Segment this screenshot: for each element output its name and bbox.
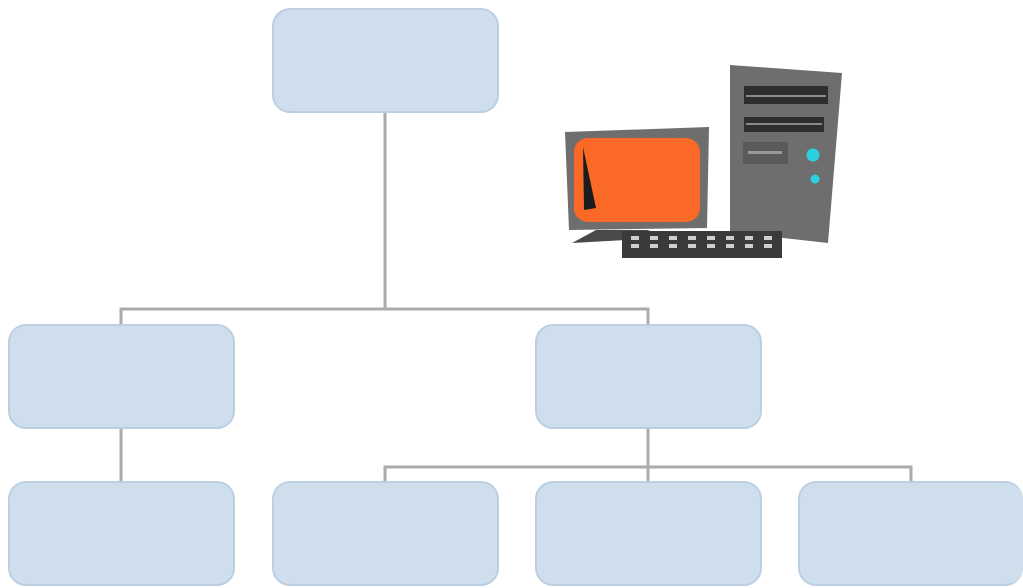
floppy-slot — [748, 151, 782, 154]
drive-bay-2-slot — [746, 123, 822, 125]
desktop-computer-icon — [565, 65, 842, 258]
keyboard — [622, 231, 782, 258]
screen-shadow — [583, 147, 596, 210]
org-node-level1-left[interactable] — [8, 324, 235, 429]
org-node-level2-3[interactable] — [535, 481, 762, 586]
power-led-icon — [806, 148, 820, 162]
monitor-screen — [574, 138, 700, 222]
org-node-level2-1[interactable] — [8, 481, 235, 586]
org-node-level1-right[interactable] — [535, 324, 762, 429]
org-node-level2-2[interactable] — [272, 481, 499, 586]
org-node-level2-4[interactable] — [798, 481, 1023, 586]
org-node-root[interactable] — [272, 8, 499, 113]
drive-bay-1-slot — [746, 95, 826, 97]
keyboard-keys — [631, 236, 772, 248]
activity-led-icon — [810, 174, 820, 184]
